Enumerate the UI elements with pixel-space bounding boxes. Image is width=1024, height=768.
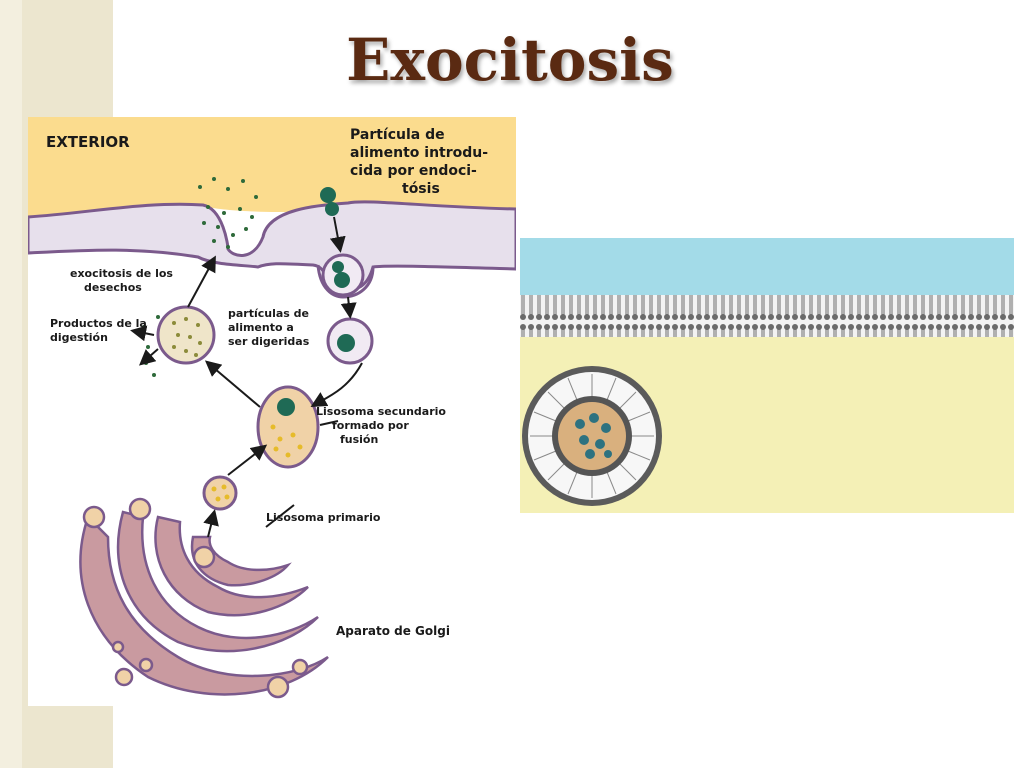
endocytic-pit (316, 264, 375, 299)
label-food-digest-line1: partículas de (228, 307, 309, 320)
label-food-particle-line4: tósis (402, 181, 440, 197)
label-golgi: Aparato de Golgi (336, 624, 450, 638)
decorative-side-strip (0, 0, 22, 768)
food-particle (332, 261, 344, 273)
primary-lysosome-granules (211, 484, 230, 502)
primary-lysosome (202, 475, 238, 511)
vesicle-cargo (575, 413, 612, 459)
label-waste-line1: exocitosis de los (70, 267, 173, 280)
food-particle (334, 272, 350, 288)
exterior-region (28, 117, 516, 219)
lipid-bilayer (520, 295, 1014, 337)
label-food-particle-line2: alimento introdu- (350, 145, 488, 161)
food-particle (320, 187, 336, 203)
label-line-secondary (319, 420, 339, 426)
plasma-membrane (28, 200, 516, 292)
golgi-vesicles (82, 497, 309, 699)
arrow-exocytosis (187, 255, 216, 308)
label-secondary-line3: fusión (340, 433, 378, 446)
food-particle (277, 398, 295, 416)
digestion-products (172, 317, 202, 357)
endocytosis-exocytosis-diagram: EXTERIOR Partícula de alimento introdu- … (28, 117, 516, 706)
label-primary-lysosome: Lisosoma primario (266, 511, 381, 524)
lysosome-granules (270, 424, 303, 458)
arrow-to-secondary (310, 362, 363, 407)
food-particle (337, 334, 355, 352)
vesicle-lipid-tails (530, 374, 654, 498)
arrow-products-out (130, 325, 155, 342)
vesicle-lumen (558, 402, 626, 470)
label-waste-line2: desechos (84, 281, 142, 294)
membrane-vesicle-diagram (520, 238, 1014, 513)
golgi-apparatus (79, 510, 329, 696)
slide-title: Exocitosis (346, 26, 674, 94)
waste-particles (198, 177, 258, 249)
label-food-digest-line3: ser digeridas (228, 335, 310, 348)
label-exterior: EXTERIOR (46, 133, 130, 151)
residual-body (156, 305, 216, 365)
label-food-particle-line1: Partícula de (350, 127, 445, 143)
label-line-primary (265, 504, 295, 528)
food-particle (325, 202, 339, 216)
secondary-lysosome (256, 385, 320, 469)
arrow-primary-to-secondary (227, 444, 268, 476)
arrow-products-out (138, 348, 159, 366)
label-digestion-line1: Productos de la (50, 317, 147, 330)
arrow-to-phagosome (340, 296, 357, 319)
label-secondary-line2: formado por (332, 419, 409, 432)
arrow-to-residual (204, 360, 261, 408)
label-food-particle-line3: cida por endoci- (350, 163, 477, 179)
arrow-golgi-to-primary (203, 509, 219, 538)
label-food-digest-line2: alimento a (228, 321, 294, 334)
pathway-arrows (130, 216, 363, 538)
arrow-endocytosis (329, 216, 346, 253)
label-digestion-line2: digestión (50, 331, 108, 344)
extracellular-fluid (520, 238, 1014, 295)
label-secondary-line1: Lisosoma secundario (316, 405, 446, 418)
